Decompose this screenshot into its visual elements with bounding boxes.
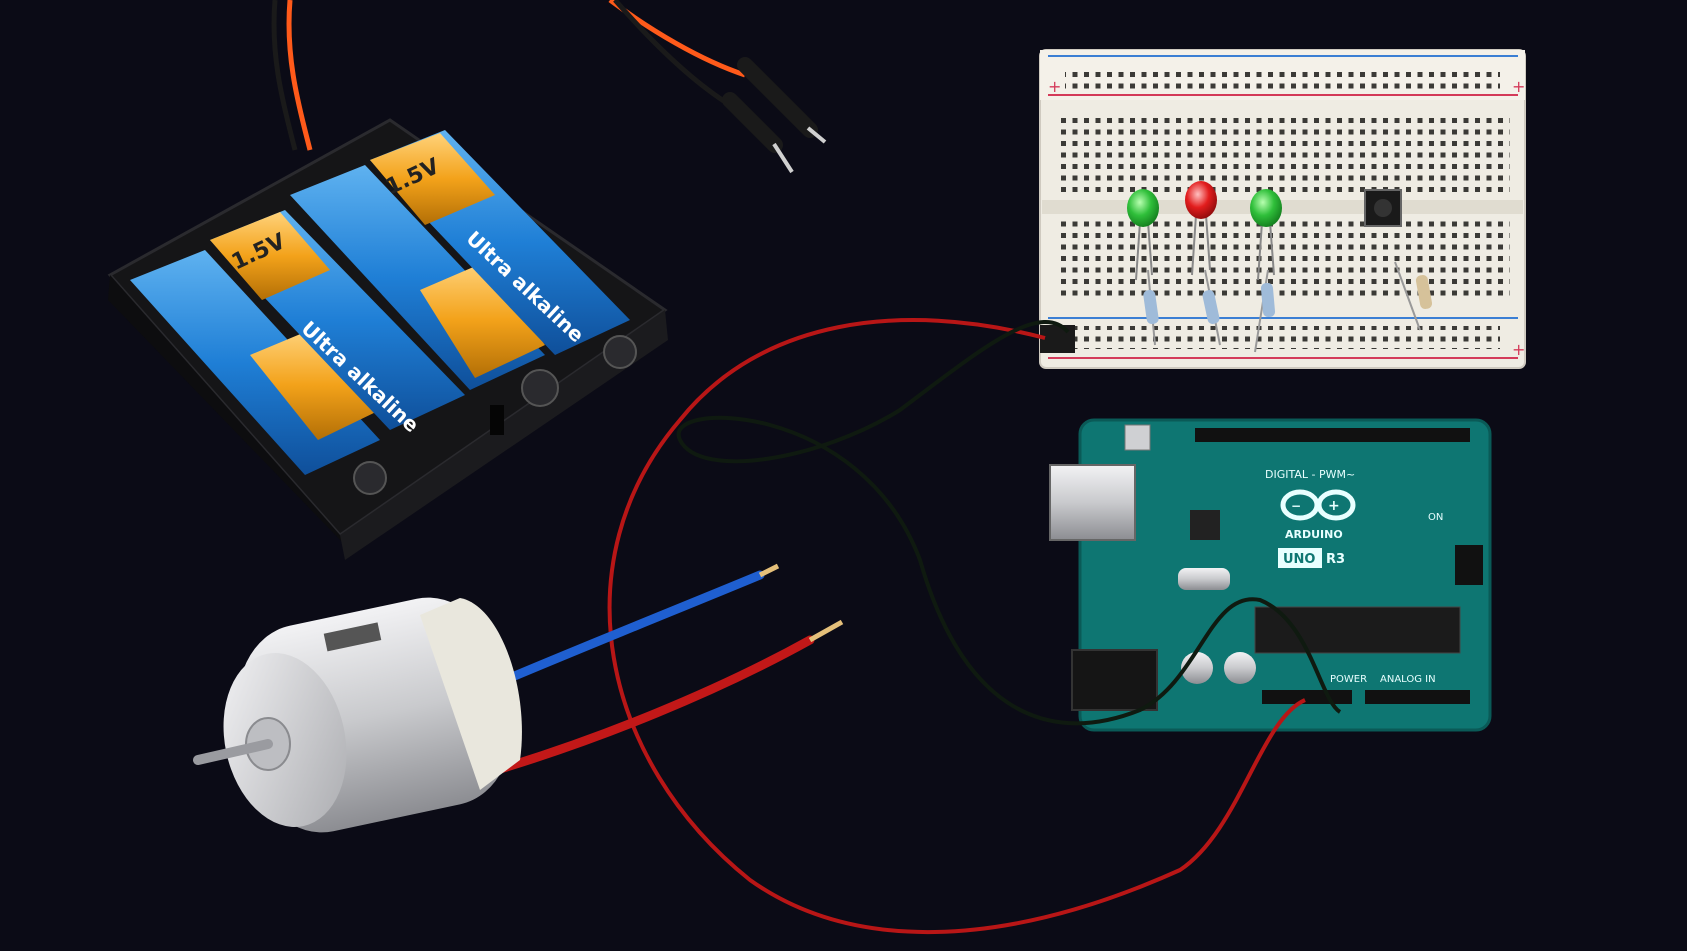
motor-shaft xyxy=(193,739,273,765)
revision-label: R3 xyxy=(1326,552,1345,567)
resistor xyxy=(1202,269,1221,346)
reset-button[interactable] xyxy=(1124,424,1151,451)
dc-motor[interactable] xyxy=(193,563,844,846)
led-green[interactable] xyxy=(1250,189,1282,281)
model-label: UNO xyxy=(1283,552,1316,567)
crystal-oscillator xyxy=(1178,568,1230,590)
center-channel xyxy=(1042,200,1523,214)
holder-screw-hole xyxy=(353,461,387,495)
led-green[interactable] xyxy=(1127,189,1159,281)
terminal-strip-top xyxy=(1055,115,1510,197)
resistor xyxy=(1143,269,1159,346)
digital-header xyxy=(1195,428,1470,442)
motor-vent xyxy=(323,622,382,652)
dc-barrel-jack[interactable] xyxy=(1071,649,1158,711)
jumper-wires-top[interactable] xyxy=(271,0,827,174)
svg-text:−: − xyxy=(1291,499,1301,513)
capacitor xyxy=(1224,652,1256,684)
rail-plus-label: + xyxy=(1512,340,1525,359)
battery-cell xyxy=(290,165,545,390)
long-wires[interactable] xyxy=(607,318,1342,934)
digital-label: DIGITAL - PWM~ xyxy=(1265,468,1355,481)
rail-plus-label: + xyxy=(1048,77,1061,96)
breadboard[interactable]: + + + xyxy=(1039,49,1526,369)
usb-b-port[interactable] xyxy=(1049,464,1136,541)
resistor xyxy=(1254,269,1276,353)
holder-screw-hole xyxy=(603,335,637,369)
wire-header xyxy=(1040,325,1075,353)
svg-text:+: + xyxy=(1328,498,1340,514)
push-button[interactable] xyxy=(1364,189,1402,227)
holder-switch xyxy=(490,405,504,435)
on-label: ON xyxy=(1428,512,1443,523)
terminal-strip-bottom xyxy=(1055,220,1510,302)
power-header xyxy=(1262,690,1352,704)
usb-chip xyxy=(1190,510,1220,540)
arduino-logo-text: ARDUINO xyxy=(1285,528,1343,541)
battery-cell xyxy=(130,250,380,475)
arduino-logo: − + ARDUINO xyxy=(1280,489,1356,541)
led-red[interactable] xyxy=(1185,181,1217,276)
analog-header xyxy=(1365,690,1470,704)
rail-plus-label: + xyxy=(1512,77,1525,96)
icsp-header xyxy=(1455,545,1483,585)
holder-screw-hole xyxy=(521,369,559,407)
battery-holder[interactable]: 1.5V Ultra alkaline 1.5V Ultra alkaline xyxy=(107,118,668,560)
power-label: POWER xyxy=(1330,674,1367,685)
analog-label: ANALOG IN xyxy=(1380,674,1436,685)
atmega-chip xyxy=(1254,606,1461,654)
model-badge xyxy=(1278,548,1322,568)
arduino-uno-board[interactable]: DIGITAL - PWM~ − + ARDUINO UNO R3 ON POW… xyxy=(1049,418,1492,732)
resistor xyxy=(1394,261,1433,331)
